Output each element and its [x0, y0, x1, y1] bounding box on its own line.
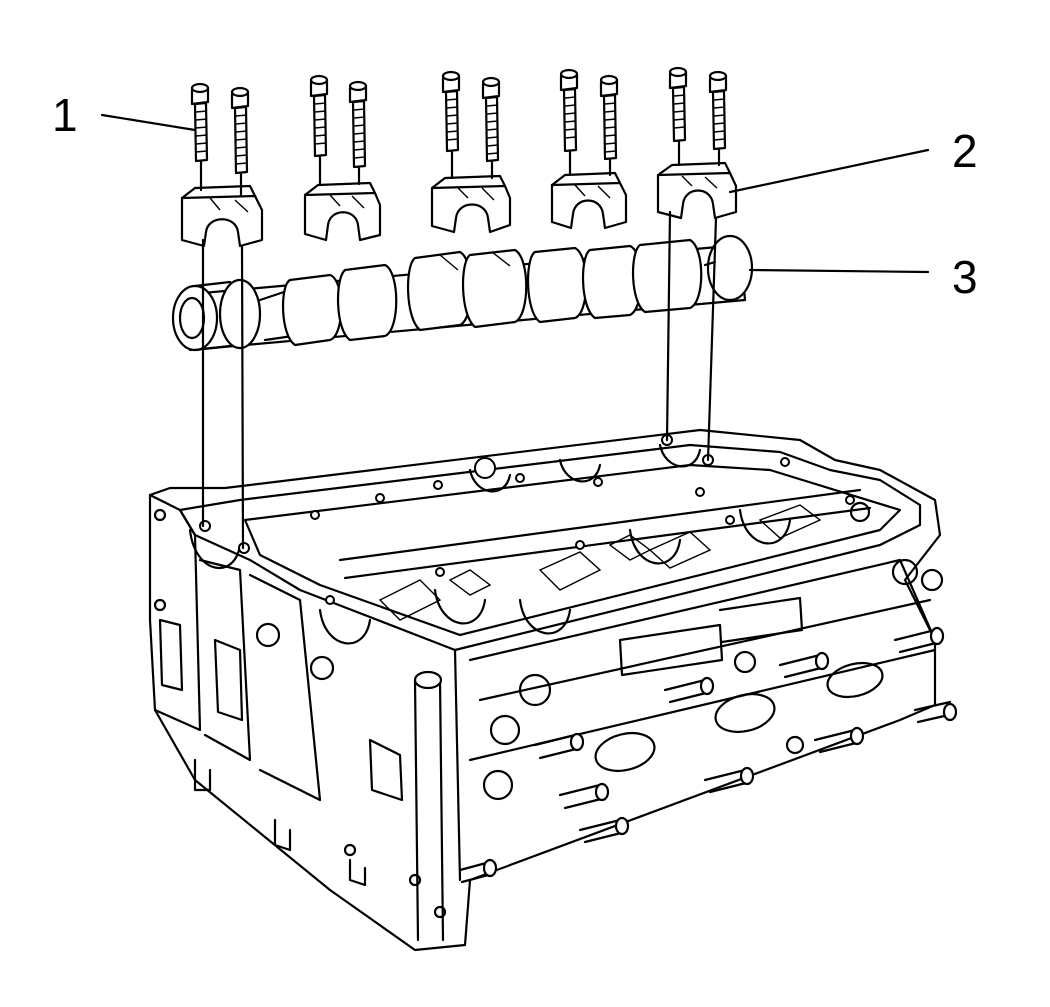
bolt [348, 80, 368, 169]
bearing-cap-3 [430, 174, 512, 234]
bolt [708, 70, 728, 151]
callout-1: 1 [52, 89, 78, 141]
callout-2: 2 [952, 125, 978, 177]
callout-3: 3 [952, 251, 978, 303]
camshaft [171, 234, 754, 352]
studs [458, 626, 958, 884]
bolt [441, 70, 461, 153]
bearing-cap-2 [303, 181, 382, 242]
bolt [309, 74, 329, 158]
bolt [668, 66, 688, 143]
bearing-cap-5 [656, 161, 738, 220]
leader-line-2 [728, 148, 930, 194]
callout-leaders [100, 113, 930, 274]
bolt [481, 76, 501, 163]
bearing-cap-1 [180, 184, 264, 248]
leader-line-1 [100, 113, 197, 132]
bolt [559, 68, 579, 153]
bolts [190, 66, 728, 175]
bolt [190, 82, 210, 163]
bolt [230, 86, 250, 175]
leader-line-3 [748, 268, 930, 274]
bearing-caps [180, 161, 738, 248]
alignment-lines [199, 140, 721, 550]
cylinder-head [148, 428, 958, 952]
bolt [599, 74, 619, 161]
bearing-cap-4 [550, 171, 628, 230]
